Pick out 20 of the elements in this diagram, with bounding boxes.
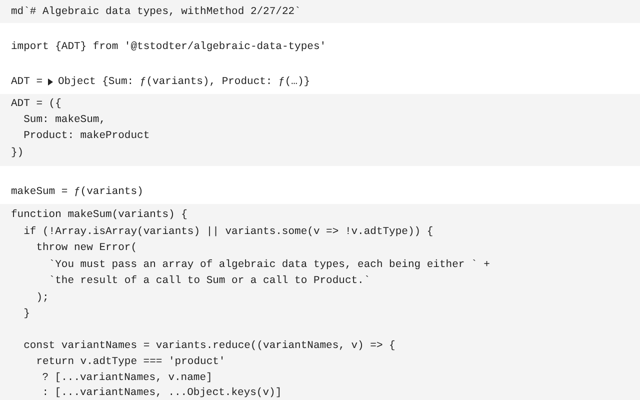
code-line: ADT = xyxy=(11,75,43,89)
code-line: `the result of a call to Sum or a call to Product.` xyxy=(48,274,370,288)
code-line: } xyxy=(24,307,30,321)
code-line: : [...variantNames, ...Object.keys(v)] xyxy=(42,386,282,400)
code-line: Object {Sum: ƒ(variants), Product: ƒ(…)} xyxy=(58,75,310,89)
code-line: Product: makeProduct xyxy=(24,129,150,143)
code-line: return v.adtType === 'product' xyxy=(36,355,226,369)
code-line: ? [...variantNames, v.name] xyxy=(42,371,212,385)
code-line: const variantNames = variants.reduce((variantNames, v) => { xyxy=(24,339,396,353)
code-line: import {ADT} from '@tstodter/algebraic-data-types' xyxy=(11,40,326,54)
code-line: function makeSum(variants) { xyxy=(11,208,188,222)
code-line: Sum: makeSum, xyxy=(24,113,106,127)
code-line: makeSum = ƒ(variants) xyxy=(11,185,144,199)
code-line: }) xyxy=(11,146,24,160)
code-line: `You must pass an array of algebraic data types, each being either ` + xyxy=(48,258,490,272)
code-line: throw new Error( xyxy=(36,241,138,255)
code-line: md`# Algebraic data types, withMethod 2/27/22` xyxy=(11,5,301,19)
code-line: if (!Array.isArray(variants) || variants.some(v => !v.adtType)) { xyxy=(24,225,434,239)
code-line: ADT = ({ xyxy=(11,97,62,111)
code-line: ); xyxy=(36,291,49,305)
